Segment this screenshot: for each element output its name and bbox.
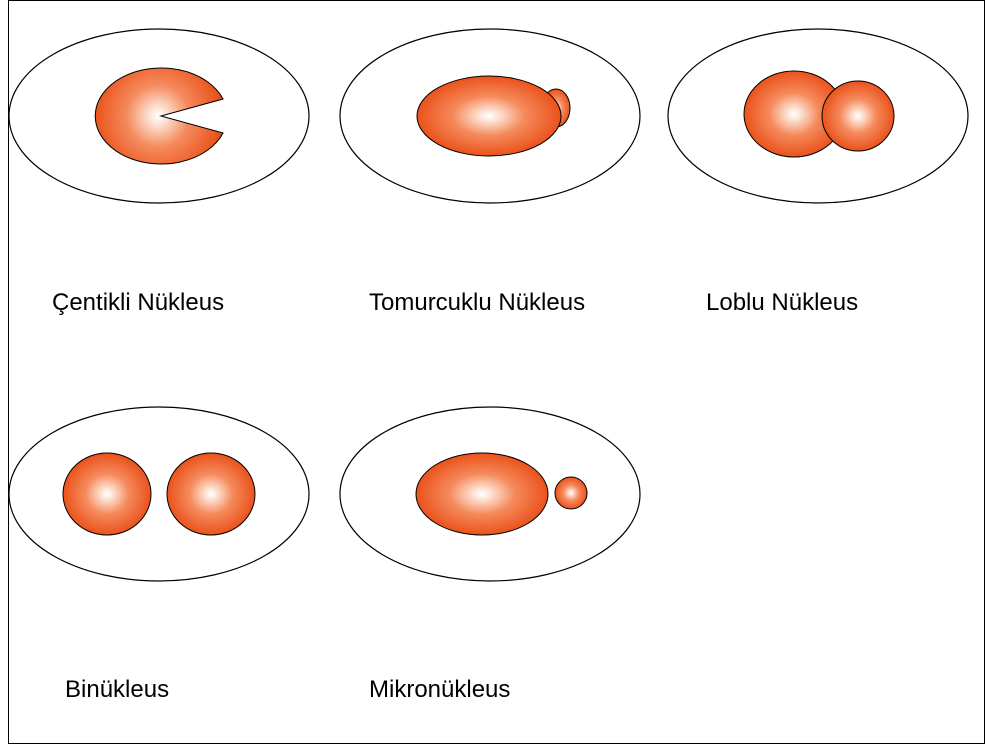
label-tomurcuklu-nukleus: Tomurcuklu Nükleus — [369, 291, 585, 315]
label-loblu-nukleus: Loblu Nükleus — [706, 291, 858, 315]
cell-membrane — [9, 407, 309, 581]
micronucleus — [555, 477, 587, 509]
cell-tomurcuklu — [340, 29, 640, 203]
nucleus-main — [416, 453, 548, 535]
cell-loblu — [668, 29, 968, 203]
label-centikli-nukleus: Çentikli Nükleus — [52, 291, 224, 315]
cell-binukleus — [9, 407, 309, 581]
cell-centikli — [9, 29, 309, 203]
cell-mikronukleus — [340, 407, 640, 581]
nucleus-left — [63, 453, 151, 535]
nucleus-main — [417, 76, 561, 156]
nucleus-lobe-right — [822, 81, 894, 151]
label-mikronukleus: Mikronükleus — [369, 678, 510, 702]
label-binukleus: Binükleus — [65, 678, 169, 702]
nucleus-right — [167, 453, 255, 535]
